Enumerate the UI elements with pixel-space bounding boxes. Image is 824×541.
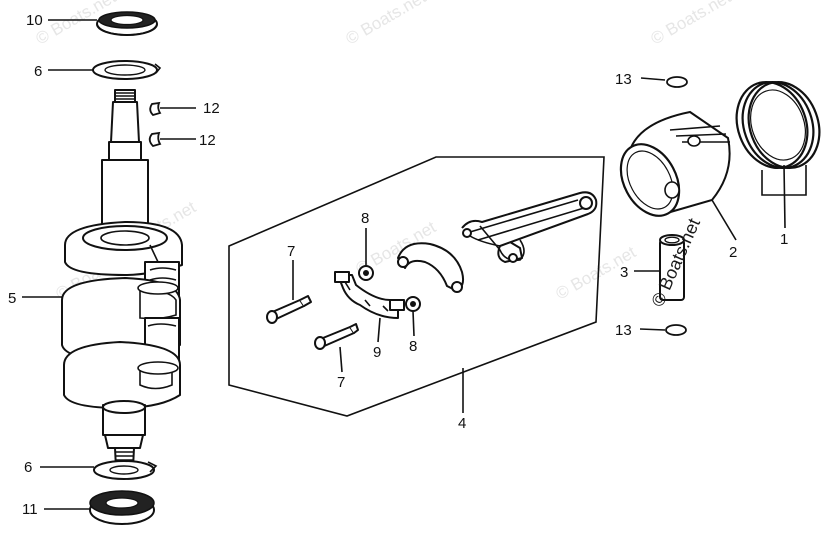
bearing-cage-part: [334, 271, 405, 319]
callout-13: 13: [615, 322, 632, 339]
callout-3: 3: [620, 264, 628, 281]
piston-pin-clip-bottom-part: [665, 324, 687, 336]
piston-pin-part: [659, 234, 685, 301]
callout-2: 2: [729, 244, 737, 261]
callout-1: 1: [780, 231, 788, 248]
callout-13: 13: [615, 71, 632, 88]
callout-6: 6: [24, 459, 32, 476]
callout-6: 6: [34, 63, 42, 80]
callout-9: 9: [373, 344, 381, 361]
thrust-washer-bottom-part: [93, 460, 158, 480]
piston-pin-clip-top-part: [666, 76, 688, 88]
piston-part: [619, 110, 731, 217]
callout-8: 8: [409, 338, 417, 355]
watermark: © Boats.net: [648, 0, 735, 48]
leader-line: [377, 317, 381, 343]
leader-line: [339, 346, 343, 373]
leader-line: [783, 164, 786, 229]
leader-line: [640, 77, 666, 81]
lock-washer-lower-part: [405, 296, 421, 312]
callout-5: 5: [8, 290, 16, 307]
rod-bolt-upper-part: [266, 295, 312, 324]
rod-cap-part: [397, 242, 465, 293]
callout-11: 11: [22, 501, 38, 518]
rod-bolt-lower-part: [314, 323, 359, 350]
callout-10: 10: [26, 12, 43, 29]
oil-seal-top-part: [96, 11, 158, 36]
lock-washer-upper-part: [358, 265, 374, 281]
key-upper-part: [149, 101, 162, 117]
piston-rings-part: [735, 80, 821, 196]
callout-7: 7: [337, 374, 345, 391]
crankshaft-part: [61, 89, 183, 469]
oil-seal-bottom-part: [89, 490, 155, 525]
leader-line: [412, 310, 415, 337]
callout-12: 12: [203, 100, 220, 117]
callout-7: 7: [287, 243, 295, 260]
leader-line: [639, 328, 666, 331]
connecting-rod-part: [461, 191, 598, 263]
watermark: © Boats.net: [343, 0, 430, 48]
callout-4: 4: [458, 415, 466, 432]
callout-8: 8: [361, 210, 369, 227]
thrust-washer-top-part: [92, 60, 162, 80]
leader-line: [711, 199, 737, 241]
connecting-rod-group-outline: [228, 156, 605, 417]
callout-12: 12: [199, 132, 216, 149]
key-lower-part: [148, 131, 162, 148]
